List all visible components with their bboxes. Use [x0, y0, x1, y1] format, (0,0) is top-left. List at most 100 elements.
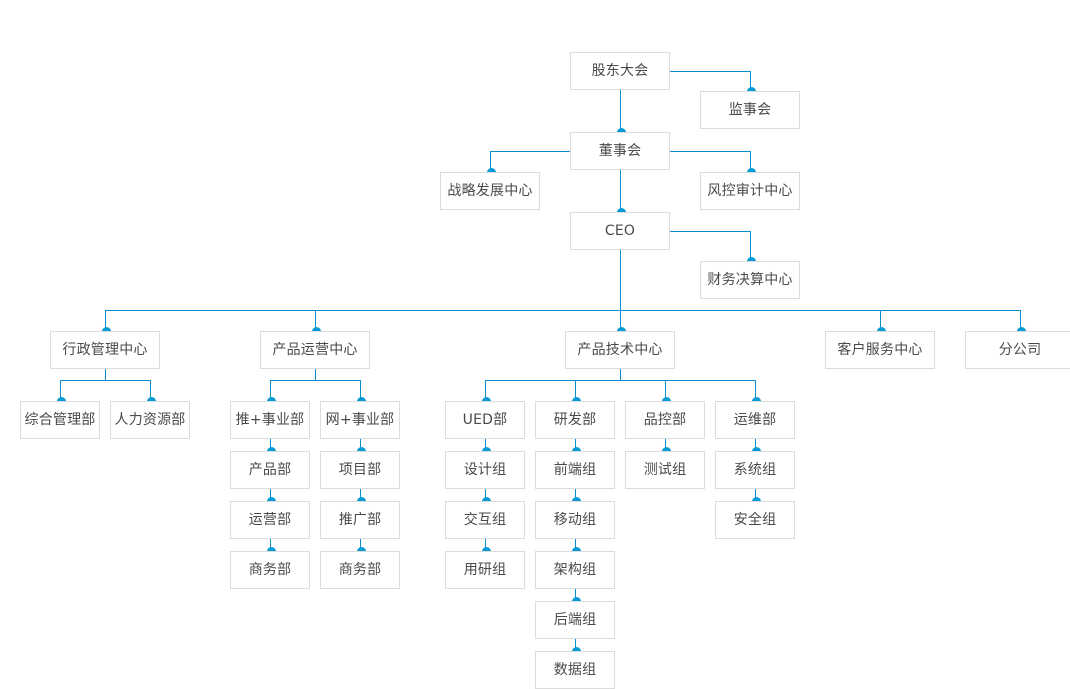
org-node[interactable]: 商务部 — [320, 551, 400, 589]
connector-child-stem — [880, 310, 881, 331]
connector-child-stem — [575, 380, 576, 401]
org-node-label: 财务决算中心 — [707, 272, 793, 288]
org-node-label: 前端组 — [553, 462, 597, 478]
connector-child-stem — [620, 310, 621, 331]
connector-straight — [575, 439, 576, 451]
org-node[interactable]: 品控部 — [625, 401, 705, 439]
connector-child-stem — [270, 380, 271, 401]
org-node[interactable]: 移动组 — [535, 501, 615, 539]
org-node-label: 品控部 — [643, 412, 687, 428]
org-node-label: 系统组 — [733, 462, 777, 478]
org-node[interactable]: 运营部 — [230, 501, 310, 539]
org-node[interactable]: 研发部 — [535, 401, 615, 439]
org-node-label: 监事会 — [728, 102, 772, 118]
org-node-label: 后端组 — [553, 612, 597, 628]
connector-child-stem — [150, 380, 151, 401]
org-node[interactable]: 安全组 — [715, 501, 795, 539]
org-node[interactable]: 客户服务中心 — [825, 331, 935, 369]
org-node-label: 人力资源部 — [114, 412, 186, 428]
org-node[interactable]: 行政管理中心 — [50, 331, 160, 369]
org-node-label: 产品技术中心 — [577, 342, 663, 358]
connector-trunk-bar — [105, 310, 1020, 311]
org-node[interactable]: 综合管理部 — [20, 401, 100, 439]
connector-child-stem — [485, 380, 486, 401]
connector-straight — [575, 489, 576, 501]
org-node[interactable]: 股东大会 — [570, 52, 670, 90]
org-node-label: 产品部 — [248, 462, 292, 478]
org-node[interactable]: CEO — [570, 212, 670, 250]
connector-straight — [485, 489, 486, 501]
org-node[interactable]: 推广部 — [320, 501, 400, 539]
connector-child-stem — [360, 380, 361, 401]
connector-straight — [360, 539, 361, 551]
connector-straight — [360, 489, 361, 501]
org-node[interactable]: 数据组 — [535, 651, 615, 689]
connector-elbow — [670, 71, 750, 72]
connector-elbow — [670, 151, 750, 152]
org-node[interactable]: 分公司 — [965, 331, 1070, 369]
org-node-label: 综合管理部 — [24, 412, 96, 428]
org-node[interactable]: 产品运营中心 — [260, 331, 370, 369]
connector-child-stem — [60, 380, 61, 401]
connector-straight — [360, 439, 361, 451]
org-node-label: 移动组 — [553, 512, 597, 528]
connector-elbow — [670, 231, 750, 232]
org-node[interactable]: 董事会 — [570, 132, 670, 170]
org-node[interactable]: 产品部 — [230, 451, 310, 489]
connector-child-stem — [1020, 310, 1021, 331]
org-node-label: 商务部 — [248, 562, 292, 578]
org-node-label: 客户服务中心 — [837, 342, 923, 358]
connector-elbow — [750, 71, 751, 91]
connector-straight — [575, 589, 576, 601]
org-node[interactable]: 前端组 — [535, 451, 615, 489]
org-node-label: CEO — [604, 223, 636, 239]
org-node[interactable]: 用研组 — [445, 551, 525, 589]
org-node[interactable]: 运维部 — [715, 401, 795, 439]
connector-straight — [270, 489, 271, 501]
org-node-label: 研发部 — [553, 412, 597, 428]
org-node[interactable]: UED部 — [445, 401, 525, 439]
org-node-label: 董事会 — [598, 143, 642, 159]
org-node[interactable]: 战略发展中心 — [440, 172, 540, 210]
org-node-label: 风控审计中心 — [707, 183, 793, 199]
connector-straight — [665, 439, 666, 451]
connector-child-stem — [755, 380, 756, 401]
org-node-label: 战略发展中心 — [447, 183, 533, 199]
org-node[interactable]: 网+事业部 — [320, 401, 400, 439]
org-node[interactable]: 商务部 — [230, 551, 310, 589]
org-node[interactable]: 项目部 — [320, 451, 400, 489]
connector-elbow — [750, 231, 751, 261]
connector-straight — [575, 539, 576, 551]
org-node[interactable]: 风控审计中心 — [700, 172, 800, 210]
org-node[interactable]: 财务决算中心 — [700, 261, 800, 299]
connector-child-stem — [105, 310, 106, 331]
org-node[interactable]: 人力资源部 — [110, 401, 190, 439]
org-node-label: 用研组 — [463, 562, 507, 578]
org-node[interactable]: 交互组 — [445, 501, 525, 539]
org-node[interactable]: 推+事业部 — [230, 401, 310, 439]
org-node-label: 运维部 — [733, 412, 777, 428]
org-node-label: UED部 — [462, 412, 508, 428]
connector-elbow — [490, 151, 491, 172]
org-node[interactable]: 监事会 — [700, 91, 800, 129]
org-node-label: 测试组 — [643, 462, 687, 478]
org-node[interactable]: 测试组 — [625, 451, 705, 489]
org-node[interactable]: 设计组 — [445, 451, 525, 489]
org-node[interactable]: 产品技术中心 — [565, 331, 675, 369]
org-node-label: 安全组 — [733, 512, 777, 528]
connector-straight — [575, 639, 576, 651]
org-node[interactable]: 系统组 — [715, 451, 795, 489]
org-node-label: 行政管理中心 — [62, 342, 148, 358]
connector-elbow — [490, 151, 570, 152]
connector-elbow — [750, 151, 751, 172]
connector-child-stem — [315, 310, 316, 331]
org-node[interactable]: 架构组 — [535, 551, 615, 589]
org-node-label: 设计组 — [463, 462, 507, 478]
connector-straight — [270, 439, 271, 451]
org-node-label: 运营部 — [248, 512, 292, 528]
org-node-label: 交互组 — [463, 512, 507, 528]
org-node[interactable]: 后端组 — [535, 601, 615, 639]
connector-straight — [485, 539, 486, 551]
connector-straight — [270, 539, 271, 551]
